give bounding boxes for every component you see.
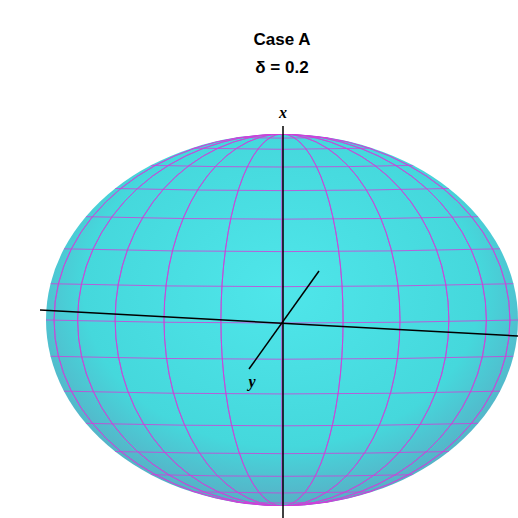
meridian-line: [115, 134, 449, 506]
latitude-line: [192, 148, 373, 149]
meridian-line: [115, 134, 449, 506]
plot-title: Case A: [253, 30, 310, 50]
latitude-line: [236, 502, 328, 504]
latitude-line: [236, 137, 328, 139]
latitude-line: [151, 475, 413, 477]
latitude-line: [64, 391, 500, 394]
meridian-line: [221, 134, 343, 506]
latitude-line: [64, 249, 500, 252]
latitude-line: [115, 452, 449, 454]
latitude-line: [86, 217, 478, 219]
meridian-line: [78, 134, 487, 506]
latitude-line: [51, 356, 514, 359]
latitude-line: [51, 284, 514, 287]
parameter-label: δ = 0.2: [255, 58, 308, 78]
meridian-line: [54, 134, 510, 506]
latitude-line: [192, 492, 373, 493]
meridian-line: [78, 134, 487, 506]
meridian-line: [54, 134, 510, 506]
meridian-line: [221, 134, 343, 506]
surface-grid: [46, 134, 518, 506]
axis-label: y: [248, 373, 255, 391]
latitude-line: [151, 165, 413, 167]
latitude-line: [115, 188, 449, 190]
ellipsoid-surface: [46, 134, 518, 506]
horizontal-axis: [40, 310, 518, 336]
y-axis: [249, 271, 319, 369]
latitude-line: [86, 423, 478, 425]
axis-label: x: [279, 104, 287, 122]
